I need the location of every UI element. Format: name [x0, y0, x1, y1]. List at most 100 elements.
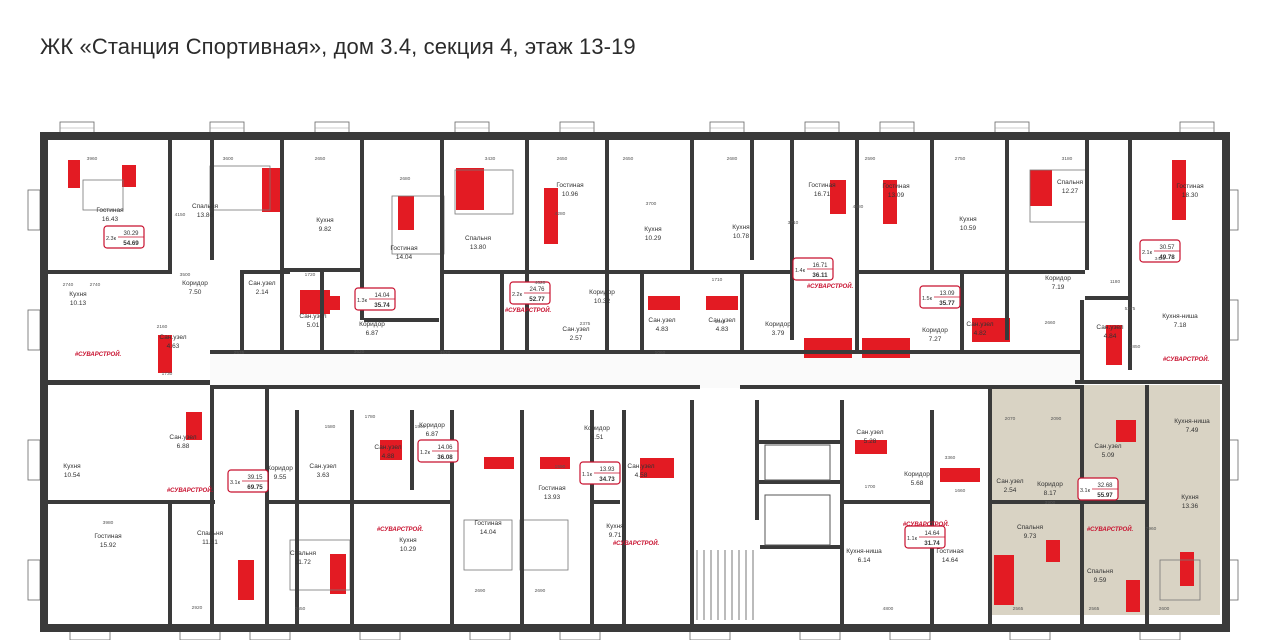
dimension-label: 3500	[180, 272, 191, 278]
room-name-r14: Кухня	[69, 291, 87, 298]
wall	[988, 500, 1080, 504]
apartment-rooms-b2: 1.3к	[357, 298, 368, 304]
apartment-living-area-b11: 32.68	[1097, 483, 1113, 489]
furniture-outline	[463, 519, 513, 571]
red-furniture	[862, 338, 910, 358]
room-name-r12: Спальня	[1057, 179, 1084, 186]
wall	[855, 270, 930, 274]
dimension-label: 1730	[162, 371, 173, 377]
red-furniture	[1172, 160, 1186, 220]
dimension-label: 4520	[440, 350, 451, 356]
room-name-r26: Сан.узел	[966, 321, 993, 328]
brand-mark: #СУВАРСТРОЙ.	[75, 350, 122, 358]
room-name-r7: Кухня	[644, 226, 662, 233]
room-name-r49: Гостиная	[474, 520, 502, 527]
room-area-r18: 6.87	[366, 330, 379, 337]
page-title: ЖК «Станция Спортивная», дом 3.4, секция…	[40, 34, 636, 59]
dimension-label: 3980	[103, 520, 114, 526]
wall	[210, 350, 1080, 354]
wall	[280, 140, 284, 350]
dimension-label: 1720	[305, 272, 316, 278]
room-name-r18: Коридор	[359, 321, 385, 328]
room-name-r52: Кухня-ниша	[846, 548, 882, 555]
room-area-r14: 10.13	[70, 300, 87, 307]
wall	[755, 400, 759, 520]
room-area-r1: 16.43	[102, 216, 119, 223]
room-area-r44: 13.36	[1182, 503, 1199, 510]
apartment-total-area-b7: 69.75	[247, 484, 263, 491]
red-furniture	[380, 440, 402, 460]
room-name-r50: Гостиная	[538, 485, 566, 492]
dimension-label: 3600	[223, 156, 234, 162]
room-name-r20: Коридор	[589, 289, 615, 296]
dimension-label: 2680	[400, 176, 411, 182]
apartment-living-area-b8: 14.06	[437, 445, 453, 451]
room-name-r47: Спальня	[290, 550, 317, 557]
apartment-rooms-b11: 3.1к	[1080, 488, 1091, 494]
room-name-r24: Коридор	[765, 321, 791, 328]
dimension-label: 2650	[315, 156, 326, 162]
room-name-r51: Кухня	[606, 523, 624, 530]
wall	[640, 270, 644, 350]
red-furniture	[484, 457, 514, 469]
room-area-r37: 4.58	[635, 472, 648, 479]
dimension-label: 3180	[1062, 156, 1073, 162]
wall	[988, 385, 992, 630]
red-furniture	[262, 168, 280, 212]
red-furniture	[648, 296, 680, 310]
red-furniture	[830, 180, 846, 214]
room-name-r13: Гостиная	[1176, 183, 1204, 190]
room-name-r28: Сан.узел	[1096, 324, 1123, 331]
wall	[1145, 385, 1149, 630]
room-name-r44: Кухня	[1181, 494, 1199, 501]
apartment-rooms-b5: 1.5к	[922, 296, 933, 302]
wall	[40, 500, 170, 504]
wall	[265, 500, 350, 504]
room-area-r7: 10.29	[645, 235, 662, 242]
furniture-outline	[519, 519, 569, 571]
dimension-label: 2650	[557, 156, 568, 162]
room-name-r31: Сан.узел	[169, 434, 196, 441]
room-area-r23: 4.83	[716, 326, 729, 333]
wall	[1080, 385, 1084, 630]
brand-mark: #СУВАРСТРОЙ.	[903, 520, 950, 528]
wall	[40, 270, 170, 274]
dimension-label: 1780	[365, 414, 376, 420]
dimension-label: 2070	[1005, 416, 1016, 422]
room-name-r41: Кухня-ниша	[1174, 418, 1210, 425]
room-name-r11: Кухня	[959, 216, 977, 223]
dimension-label: 2690	[535, 588, 546, 594]
dimension-label: 3960	[87, 156, 98, 162]
wall	[40, 132, 1230, 140]
room-area-r47: 11.72	[295, 559, 311, 566]
room-area-r29: 7.18	[1174, 322, 1187, 329]
furniture-outline	[1159, 559, 1201, 601]
room-area-r45: 15.92	[100, 542, 117, 549]
dimension-label: 1180	[1110, 279, 1121, 285]
apartment-total-area-b3: 52.77	[529, 296, 545, 303]
room-area-r48: 10.29	[400, 546, 417, 553]
brand-mark: #СУВАРСТРОЙ.	[1087, 525, 1134, 533]
wall	[525, 270, 611, 274]
apartment-total-area-b2: 35.74	[374, 302, 390, 309]
room-name-r46: Спальня	[197, 530, 224, 537]
wall	[1075, 380, 1225, 384]
room-name-r17: Сан.узел	[299, 313, 326, 320]
room-name-r9: Гостиная	[808, 182, 836, 189]
apartment-total-area-b1: 54.69	[123, 240, 139, 247]
wall	[440, 140, 444, 350]
room-area-r6: 10.96	[562, 191, 579, 198]
room-area-r12: 12.27	[1062, 188, 1079, 195]
dimension-label: 3430	[485, 156, 496, 162]
red-furniture	[706, 296, 738, 310]
room-name-r34: Сан.узел	[374, 444, 401, 451]
red-furniture	[158, 335, 172, 373]
red-furniture	[855, 440, 887, 454]
wall	[755, 480, 840, 484]
red-furniture	[1180, 552, 1194, 586]
wall	[622, 410, 626, 630]
dimension-label: 2650	[623, 156, 634, 162]
wall	[855, 140, 859, 350]
apartment-rooms-b3: 2.2к	[512, 292, 523, 298]
